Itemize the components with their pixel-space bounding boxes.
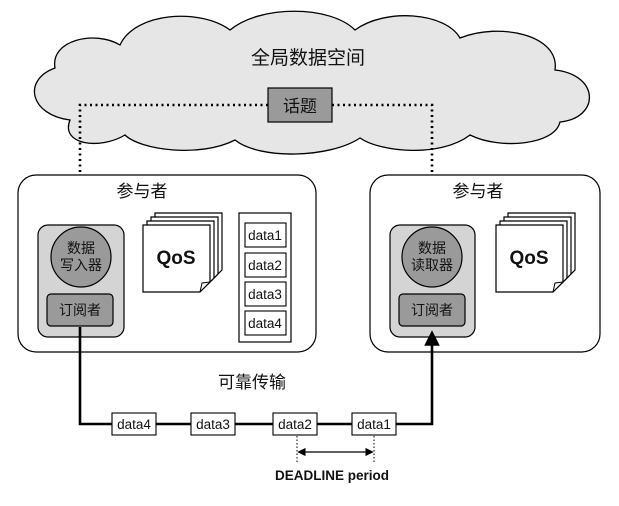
data-queue-item — [244, 281, 287, 307]
transport-packet — [272, 412, 318, 436]
transport-packet — [190, 412, 236, 436]
data-writer-circle — [50, 226, 112, 288]
reliable-transport-label: 可靠传输 — [218, 373, 286, 393]
transport-packet — [111, 412, 157, 436]
data-reader-label-line1: 数据 — [418, 241, 446, 257]
transport-packet — [351, 412, 397, 436]
deadline-period-label: DEADLINE period — [275, 468, 389, 483]
left-qos-document — [142, 212, 223, 293]
data-writer-label-line1: 数据 — [67, 241, 95, 257]
reader-subscriber-box — [398, 293, 466, 327]
data-queue-item-label: data3 — [248, 287, 282, 302]
data-writer-label-line2: 写入器 — [60, 258, 102, 274]
data-queue-items — [244, 222, 287, 336]
right-qos-label: QoS — [509, 248, 548, 269]
right-qos-document — [495, 212, 576, 293]
transport-packet-label: data2 — [278, 417, 312, 432]
data-queue-item — [244, 222, 287, 248]
writer-publisher-box — [46, 293, 114, 327]
reader-subscriber-label: 订阅者 — [411, 303, 453, 319]
transport-packets — [111, 412, 397, 436]
topic-label: 话题 — [283, 97, 317, 117]
transport-packet-label: data1 — [357, 417, 391, 432]
data-queue-item — [244, 310, 287, 336]
global-data-space-cloud — [33, 10, 591, 155]
reliable-transport-line — [78, 327, 440, 426]
left-participant-title: 参与者 — [117, 182, 168, 202]
right-participant-title: 参与者 — [453, 182, 504, 202]
transport-packet-label: data4 — [117, 417, 151, 432]
data-queue-item-label: data4 — [248, 316, 282, 331]
transport-packet-label: data3 — [196, 417, 230, 432]
data-reader-circle — [401, 226, 463, 288]
reader-topic-dotted-link — [332, 103, 434, 232]
left-qos-label: QoS — [156, 248, 195, 269]
data-reader-label-line2: 读取器 — [411, 257, 453, 274]
data-queue-item — [244, 252, 287, 278]
data-queue-item-label: data1 — [248, 228, 282, 243]
writer-publisher-label: 订阅者 — [59, 303, 101, 319]
global-data-space-title: 全局数据空间 — [251, 47, 365, 69]
data-queue-item-label: data2 — [248, 258, 282, 273]
